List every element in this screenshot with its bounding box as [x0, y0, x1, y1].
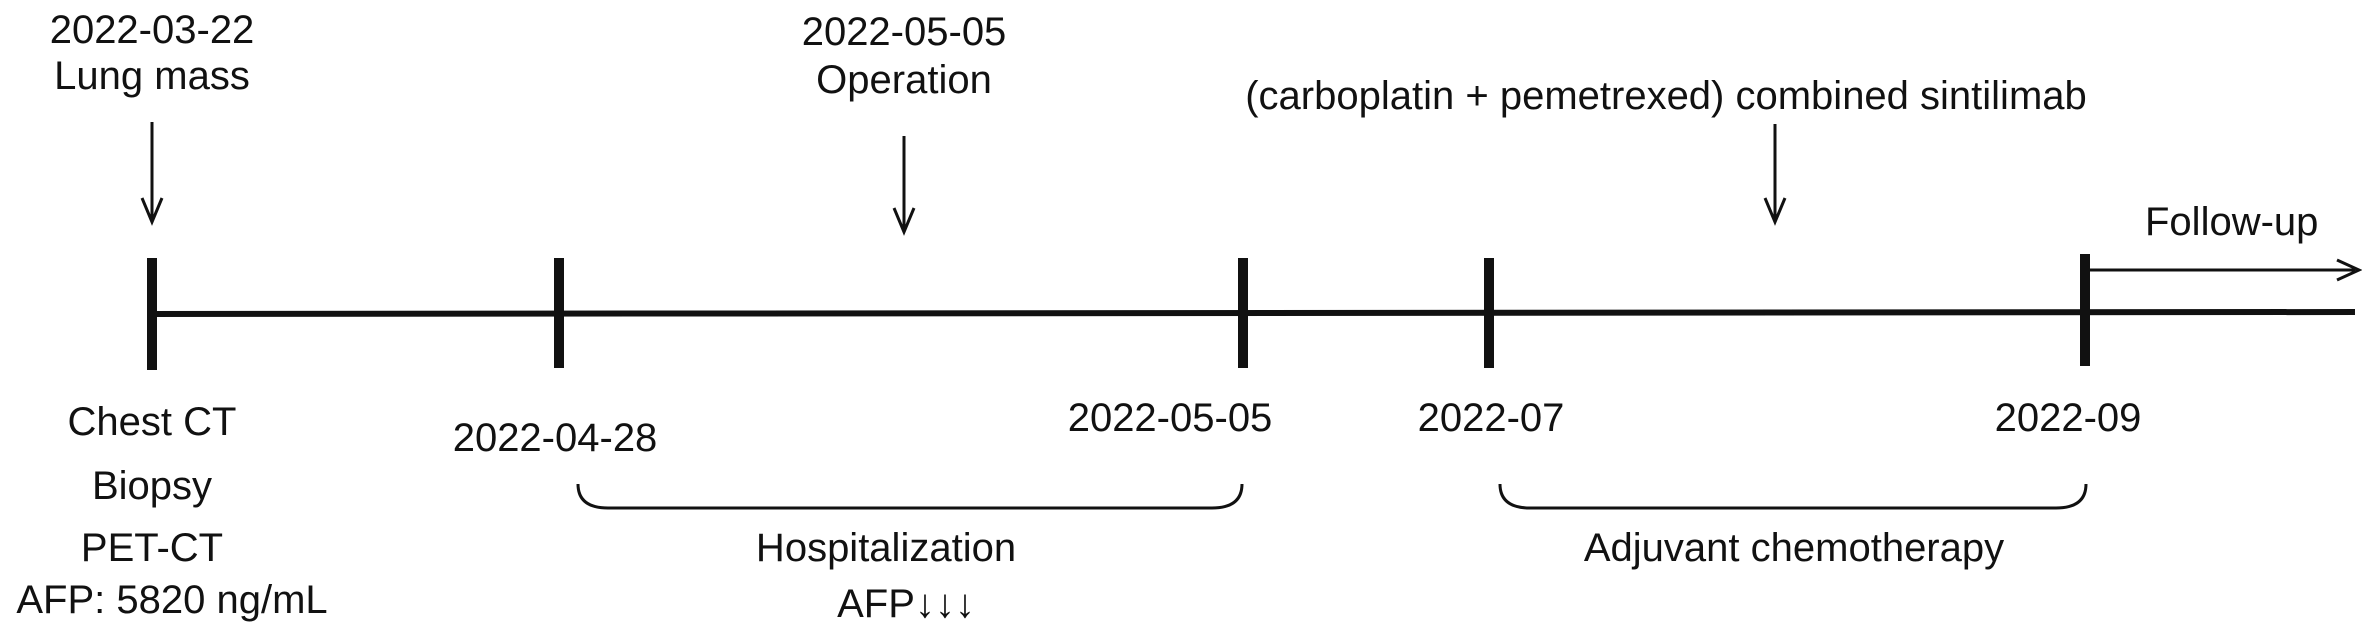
arrow-operation [892, 136, 916, 236]
event-label-operation: Operation [816, 58, 992, 102]
phase-sublabel-afp-decrease: AFP↓↓↓ [837, 582, 975, 626]
tick-label-2022-07: 2022-07 [1417, 396, 1565, 440]
tick-label-2022-09: 2022-09 [1994, 396, 2142, 440]
event-date-operation: 2022-05-05 [801, 10, 1007, 54]
note-pet-ct: PET-CT [80, 526, 224, 570]
follow-up-arrow [2088, 258, 2362, 282]
phase-label-hospitalization: Hospitalization [755, 526, 1017, 570]
event-label-chemotherapy-regimen: (carboplatin + pemetrexed) combined sint… [1245, 74, 2087, 118]
follow-up-label: Follow-up [2145, 200, 2319, 244]
event-date-lung-mass: 2022-03-22 [49, 8, 255, 52]
note-biopsy: Biopsy [91, 464, 213, 508]
arrow-lung-mass [140, 122, 164, 226]
bracket-adjuvant-chemotherapy [1498, 483, 2088, 510]
note-chest-ct: Chest CT [67, 400, 237, 444]
tick-label-2022-05-05: 2022-05-05 [1067, 396, 1273, 440]
phase-label-adjuvant-chemotherapy: Adjuvant chemotherapy [1583, 526, 2005, 570]
note-afp-value: AFP: 5820 ng/mL [16, 578, 328, 622]
tick-label-2022-04-28: 2022-04-28 [452, 416, 658, 460]
arrow-chemotherapy [1763, 124, 1787, 226]
bracket-hospitalization [576, 483, 1244, 510]
event-label-lung-mass: Lung mass [54, 54, 250, 98]
timeline-axis [151, 309, 2356, 317]
